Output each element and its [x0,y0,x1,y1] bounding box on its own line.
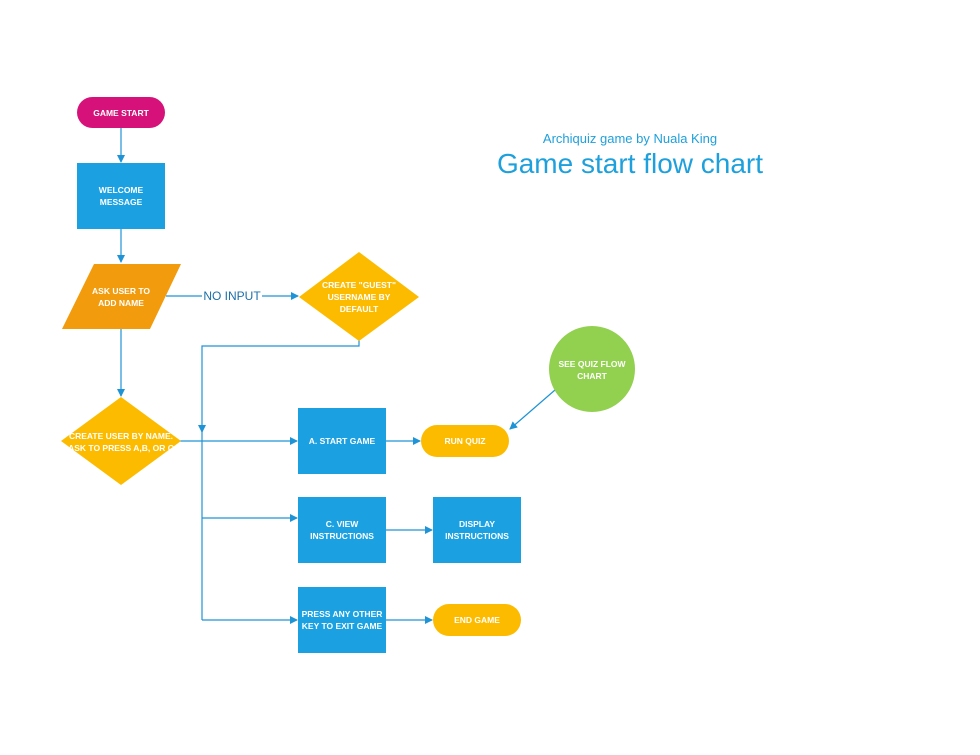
page-title: Game start flow chart [496,148,764,179]
node-label-line: WELCOME [99,185,144,195]
node-label-line: PRESS ANY OTHER [302,609,383,619]
node-label-line: RUN QUIZ [444,436,485,446]
node-display-instructions: DISPLAY INSTRUCTIONS [433,497,521,563]
node-ask-name-text: ASK USER TO ADD NAME [92,286,150,308]
node-create-user-text: CREATE USER BY NAME. ASK TO PRESS A,B, OR… [68,431,174,453]
node-label-line: USERNAME BY [328,292,391,302]
node-start-game: A. START GAME [298,408,386,474]
node-create-user: CREATE USER BY NAME. ASK TO PRESS A,B, OR… [61,397,181,485]
node-label-line: SEE QUIZ FLOW [558,359,626,369]
node-game-start: GAME START [77,97,165,128]
node-end-game-text: END GAME [454,615,500,625]
node-exit-key: PRESS ANY OTHER KEY TO EXIT GAME [298,587,386,653]
node-label-line: KEY TO EXIT GAME [302,621,383,631]
node-start-game-text: A. START GAME [309,436,376,446]
node-view-instructions: C. VIEW INSTRUCTIONS [298,497,386,563]
node-label-line: CHART [577,371,608,381]
node-label-line: A. START GAME [309,436,376,446]
node-label-line: GAME START [93,108,149,118]
node-label-line: MESSAGE [100,197,143,207]
edge-see-run [509,389,556,430]
edge-guest-merge [198,340,360,433]
node-label-line: DISPLAY [459,519,495,529]
node-view-instructions-text: C. VIEW INSTRUCTIONS [310,519,374,541]
node-label-line: END GAME [454,615,500,625]
node-welcome: WELCOME MESSAGE [77,163,165,229]
no-input-label: NO INPUT [203,289,261,303]
node-label-line: ASK USER TO [92,286,150,296]
node-ask-name: ASK USER TO ADD NAME [62,264,181,329]
subtitle: Archiquiz game by Nuala King [542,131,718,146]
node-see-quiz-flow: SEE QUIZ FLOW CHART [549,326,635,412]
node-run-quiz: RUN QUIZ [421,425,509,457]
node-guest-default: CREATE "GUEST" USERNAME BY DEFAULT [299,252,419,341]
node-label-line: INSTRUCTIONS [310,531,374,541]
node-label-line: CREATE "GUEST" [322,280,396,290]
node-label-line: ASK TO PRESS A,B, OR C [68,443,174,453]
node-label-line: DEFAULT [340,304,379,314]
node-see-quiz-flow-text: SEE QUIZ FLOW CHART [558,359,626,381]
node-end-game: END GAME [433,604,521,636]
connectors [117,128,556,624]
node-label-line: C. VIEW [326,519,360,529]
node-exit-key-text: PRESS ANY OTHER KEY TO EXIT GAME [302,609,383,631]
node-run-quiz-text: RUN QUIZ [444,436,485,446]
node-label-line: ADD NAME [98,298,144,308]
node-guest-default-text: CREATE "GUEST" USERNAME BY DEFAULT [322,280,396,314]
node-label-line: CREATE USER BY NAME. [69,431,173,441]
node-welcome-text: WELCOME MESSAGE [99,185,144,207]
node-display-instructions-text: DISPLAY INSTRUCTIONS [445,519,509,541]
node-game-start-text: GAME START [93,108,149,118]
node-label-line: INSTRUCTIONS [445,531,509,541]
